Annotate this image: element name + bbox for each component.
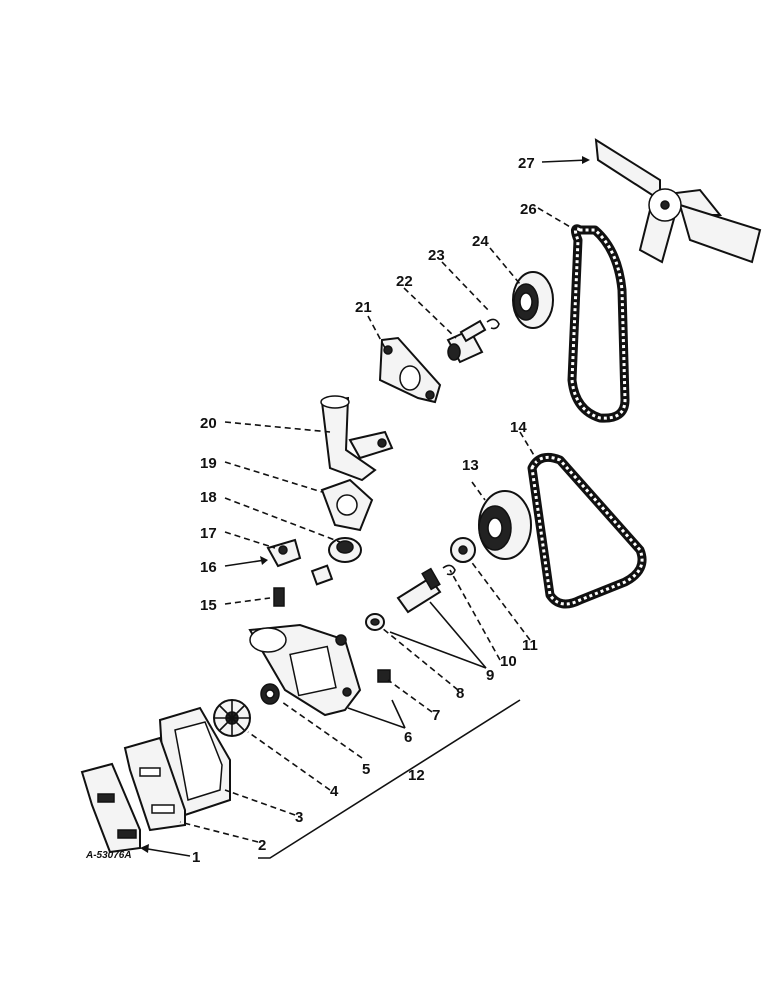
callout-19: 19	[200, 455, 217, 472]
callout-11: 11	[522, 637, 538, 654]
group-bracket-12	[258, 699, 521, 859]
pump-body-part-6	[248, 623, 362, 717]
fitting-part-17	[266, 538, 302, 568]
callout-14: 14	[510, 419, 527, 436]
plug-part-16	[310, 564, 334, 586]
callout-21: 21	[355, 299, 372, 316]
callout-10: 10	[500, 653, 517, 670]
shaft-part-9	[396, 567, 442, 614]
callout-22: 22	[396, 273, 413, 290]
water-outlet-part-20	[320, 395, 394, 482]
callout-9: 9	[486, 667, 494, 684]
pulley-part-13	[478, 490, 532, 560]
callout-1: 1	[192, 849, 200, 866]
fan-part-27	[594, 138, 762, 264]
shaft-part-22	[446, 319, 487, 364]
callout-8: 8	[456, 685, 464, 702]
leader-lines	[140, 156, 590, 857]
callout-26: 26	[520, 201, 537, 218]
snap-ring-part-10	[442, 564, 456, 576]
callout-16: 16	[200, 559, 217, 576]
snap-ring-part-23	[486, 318, 500, 330]
callout-20: 20	[200, 415, 217, 432]
callout-4: 4	[330, 783, 339, 800]
plug-part-7	[377, 669, 391, 683]
callout-6: 6	[404, 729, 412, 746]
callout-numbers: 27 26 24 23 22 21 20 14 13 19 18 17 16 1…	[85, 155, 538, 866]
impeller-part-4	[213, 699, 251, 737]
seal-part-5	[260, 683, 280, 705]
drawing-code: A-53076A	[85, 850, 132, 861]
callout-15: 15	[200, 597, 217, 614]
callout-17: 17	[200, 525, 217, 542]
callout-27: 27	[518, 155, 535, 172]
bracket-part-21	[378, 336, 442, 404]
nipple-part-15	[273, 587, 285, 607]
thermostat-part-18	[328, 537, 362, 563]
callout-3: 3	[295, 809, 303, 826]
callout-24: 24	[472, 233, 489, 250]
plate-part-2	[123, 736, 186, 832]
pulley-part-24	[512, 271, 554, 329]
callout-23: 23	[428, 247, 445, 264]
callout-12: 12	[408, 767, 425, 784]
callout-5: 5	[362, 761, 370, 778]
gasket-part-1	[80, 762, 141, 854]
callout-7: 7	[432, 707, 440, 724]
callout-13: 13	[462, 457, 479, 474]
seal-part-9	[365, 613, 385, 631]
gasket-part-19	[320, 478, 374, 532]
callout-18: 18	[200, 489, 217, 506]
belt-part-14	[527, 452, 647, 609]
fan-belt-part-26	[567, 224, 630, 423]
callout-2: 2	[258, 837, 266, 854]
hub-part-11	[450, 537, 476, 563]
